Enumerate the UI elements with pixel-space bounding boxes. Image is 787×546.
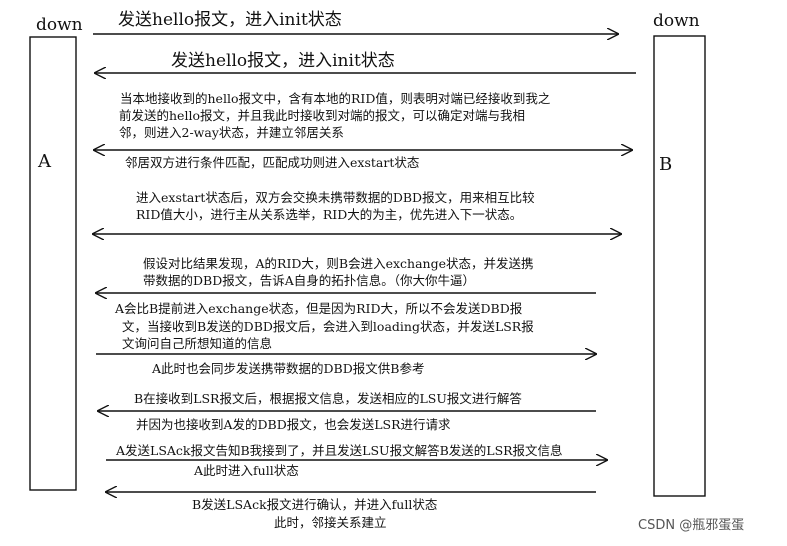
rid-note-line-1: 当本地接收到的hello报文中，含有本地的RID值，则表明对端已经接收到我之 [120,91,551,106]
hello-a-to-b-label: 发送hello报文，进入init状态 [118,10,342,30]
b-exchange-note-line-1: 假设对比结果发现，A的RID大，则B会进入exchange状态，并发送携 [143,256,534,271]
rid-note-line-2: 前发送的hello报文，并且我此时接收到对端的报文，可以确定对端与我相 [119,108,525,123]
a-sync-dbd-note: A此时也会同步发送携带数据的DBD报文供B参考 [152,361,425,376]
router-a-box [29,36,77,491]
a-lsack-note: A发送LSAck报文告知B我接到了，并且发送LSU报文解答B发送的LSR报文信息 [116,443,563,458]
router-b-state: down [653,11,700,31]
exstart-note-line-2: RID值大小，进行主从关系选举，RID大的为主，优先进入下一状态。 [136,207,523,222]
a-loading-note-line-3: 文询问自己所想知道的信息 [122,336,273,351]
b-lsack-note: B发送LSAck报文进行确认，并进入full状态 [192,497,438,512]
a-loading-note-line-2: 文，当接收到B发送的DBD报文后，会进入到loading状态，并发送LSR报 [122,319,534,334]
watermark: CSDN @瓶邪蛋蛋 [638,518,745,533]
router-a-label: A [38,151,51,172]
a-loading-note-line-1: A会比B提前进入exchange状态，但是因为RID大，所以不会发送DBD报 [115,301,523,316]
adjacency-established-note: 此时，邻接关系建立 [274,515,387,530]
hello-b-to-a-label: 发送hello报文，进入init状态 [171,51,395,71]
rid-note-line-3: 邻，则进入2-way状态，并建立邻居关系 [119,125,344,140]
b-lsr-request-note: 并因为也接收到A发的DBD报文，也会发送LSR进行请求 [136,417,451,432]
condition-match-note: 邻居双方进行条件匹配，匹配成功则进入exstart状态 [125,155,420,170]
b-lsu-note: B在接收到LSR报文后，根据报文信息，发送相应的LSU报文进行解答 [134,391,522,406]
b-exchange-note-line-2: 带数据的DBD报文，告诉A自身的拓扑信息。（你大你牛逼） [143,273,476,288]
router-b-box [653,35,706,497]
router-a-state: down [36,15,83,35]
router-b-label: B [659,154,673,175]
exstart-note-line-1: 进入exstart状态后，双方会交换未携带数据的DBD报文，用来相互比较 [136,190,535,205]
a-full-note: A此时进入full状态 [194,463,299,478]
